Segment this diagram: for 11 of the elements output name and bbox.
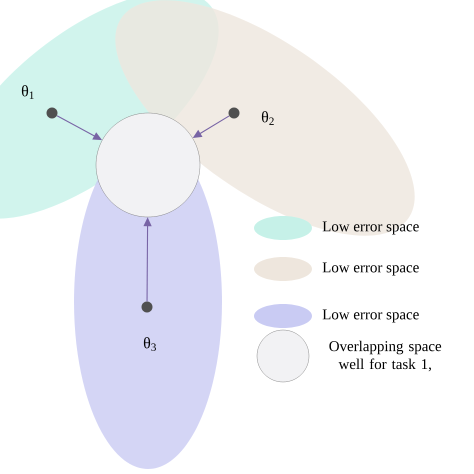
legend-label: Overlapping space well for task 1, bbox=[329, 340, 442, 372]
parameter-dot bbox=[228, 108, 240, 118]
parameter-label: θ$_{1}$ bbox=[22, 85, 34, 99]
parameter-dot bbox=[142, 302, 152, 312]
legend-label: Low error space bbox=[322, 262, 419, 276]
legend-label: Low error space bbox=[322, 222, 419, 234]
parameter-dot bbox=[46, 108, 58, 118]
parameter-label: θ$_{2}$ bbox=[262, 111, 274, 125]
parameter-label: θ$_{3}$ bbox=[144, 337, 156, 351]
legend-label: Low error space bbox=[322, 310, 419, 322]
overlap-circle bbox=[96, 112, 200, 218]
